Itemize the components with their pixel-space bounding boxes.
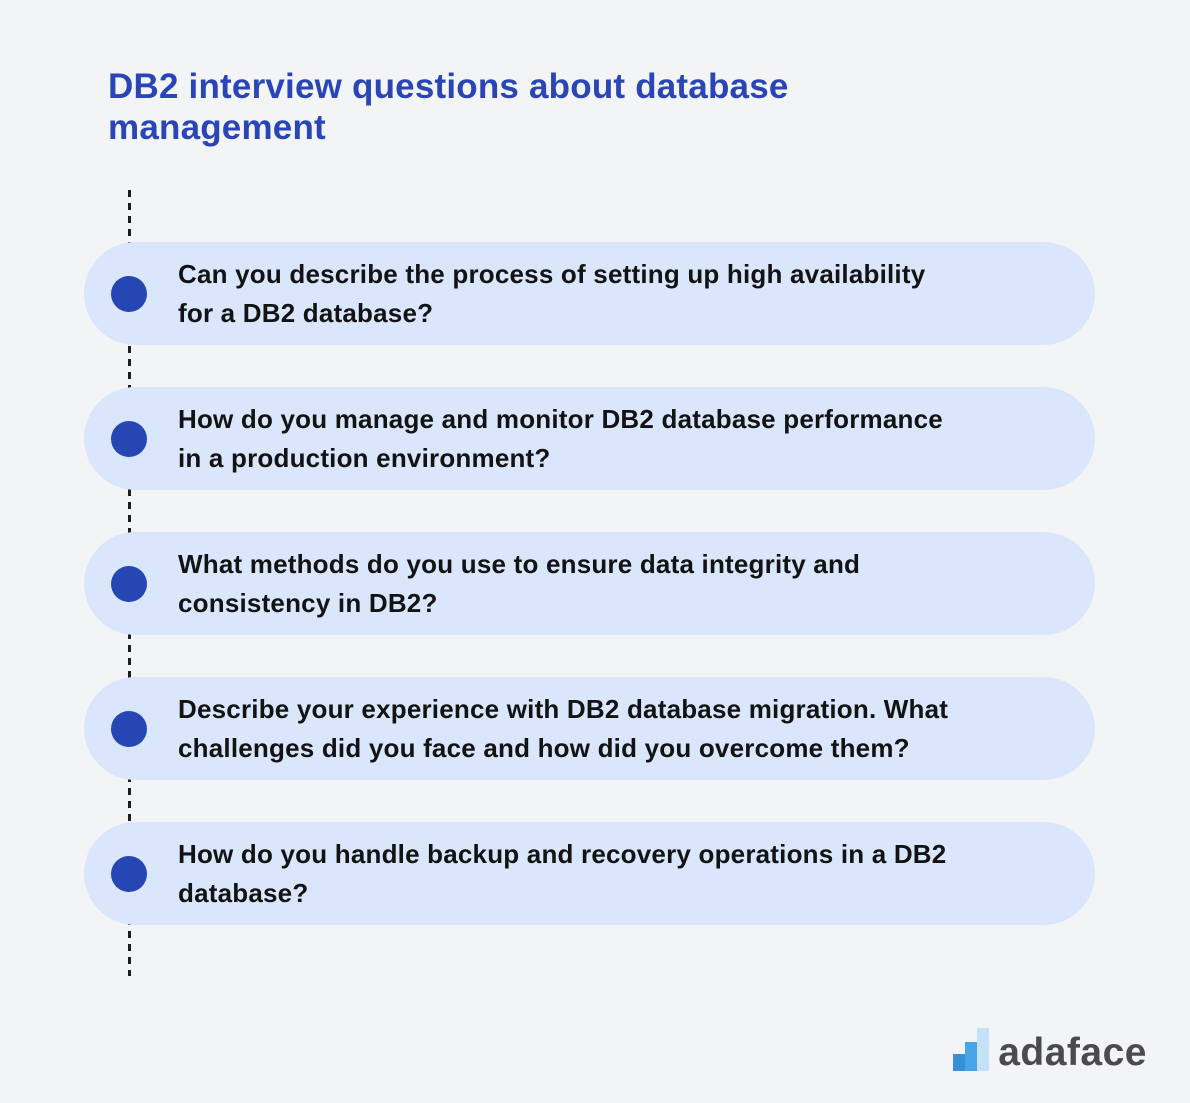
question-line: consistency in DB2?: [178, 587, 438, 618]
bullet-circle-icon: [111, 275, 147, 312]
question-line: in a production environment?: [178, 442, 551, 473]
question-line: database?: [178, 877, 309, 908]
bullet-circle-icon: [111, 710, 147, 747]
question-list: Can you describe the process of setting …: [84, 242, 1095, 967]
bullet-circle-icon: [111, 855, 147, 892]
question-card: Can you describe the process of setting …: [84, 242, 1095, 345]
bar-chart-icon-bar-small: [953, 1054, 966, 1071]
question-text: Can you describe the process of setting …: [178, 255, 945, 333]
question-text: How do you manage and monitor DB2 databa…: [178, 400, 963, 478]
question-card: How do you manage and monitor DB2 databa…: [84, 387, 1095, 490]
brand-name: adaface: [998, 1031, 1147, 1074]
question-line: Describe your experience with DB2 databa…: [178, 693, 949, 724]
page-title: DB2 interview questions about database m…: [108, 67, 789, 147]
question-line: challenges did you face and how did you …: [178, 732, 910, 763]
question-line: How do you manage and monitor DB2 databa…: [178, 403, 943, 434]
question-line: What methods do you use to ensure data i…: [178, 548, 861, 579]
question-line: How do you handle backup and recovery op…: [178, 838, 947, 869]
question-text: How do you handle backup and recovery op…: [178, 835, 966, 913]
bullet-circle-icon: [111, 565, 147, 602]
question-text: Describe your experience with DB2 databa…: [178, 690, 968, 768]
bullet-circle-icon: [111, 420, 147, 457]
question-line: for a DB2 database?: [178, 297, 434, 328]
question-card: What methods do you use to ensure data i…: [84, 532, 1095, 635]
question-card: How do you handle backup and recovery op…: [84, 822, 1095, 925]
brand-logo: adaface: [953, 1028, 1147, 1073]
bar-chart-icon: [953, 1028, 990, 1071]
bar-chart-icon-bar-medium: [965, 1042, 978, 1071]
question-card: Describe your experience with DB2 databa…: [84, 677, 1095, 780]
bar-chart-icon-bar-tall: [977, 1028, 990, 1071]
question-line: Can you describe the process of setting …: [178, 258, 926, 289]
question-text: What methods do you use to ensure data i…: [178, 545, 880, 623]
